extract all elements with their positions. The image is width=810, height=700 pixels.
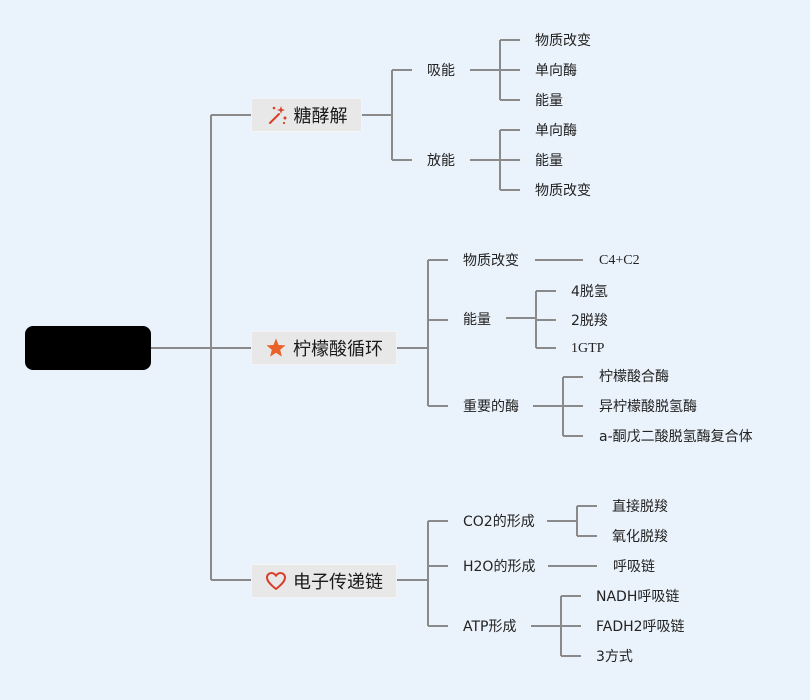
connector-b2-s2 bbox=[506, 290, 556, 349]
heart-icon bbox=[266, 572, 286, 590]
connector-b3-s1 bbox=[547, 505, 597, 537]
subtopic[interactable]: 重要的酶 bbox=[463, 399, 519, 415]
subtopic[interactable]: 吸能 bbox=[427, 63, 455, 79]
leaf[interactable]: 1GTP bbox=[571, 341, 605, 356]
subtopic[interactable]: 能量 bbox=[463, 312, 491, 328]
connector-b1-s1 bbox=[470, 39, 520, 101]
leaf[interactable]: 单向酶 bbox=[535, 63, 577, 79]
connector-b1-sub bbox=[362, 69, 412, 161]
leaf[interactable]: a-酮戊二酸脱氢酶复合体 bbox=[599, 429, 753, 445]
connector-b3-sub bbox=[397, 520, 448, 627]
leaf[interactable]: 氧化脱羧 bbox=[612, 529, 668, 545]
leaf[interactable]: 能量 bbox=[535, 153, 563, 169]
leaf[interactable]: 呼吸链 bbox=[613, 559, 655, 575]
leaf[interactable]: 物质改变 bbox=[535, 33, 591, 49]
subtopic[interactable]: ATP形成 bbox=[463, 619, 517, 635]
subtopic[interactable]: CO2的形成 bbox=[463, 514, 535, 530]
connector-b1-s2 bbox=[470, 129, 520, 191]
branch-label: 糖酵解 bbox=[293, 106, 348, 127]
leaf[interactable]: 直接脱羧 bbox=[612, 499, 668, 515]
leaf[interactable]: 物质改变 bbox=[535, 183, 591, 199]
leaf[interactable]: 2脱羧 bbox=[571, 313, 608, 329]
leaf[interactable]: NADH呼吸链 bbox=[596, 589, 680, 605]
subtopic[interactable]: H2O的形成 bbox=[463, 559, 536, 575]
connector-b2-sub bbox=[397, 259, 448, 407]
branch-electron-transport-chain[interactable]: 电子传递链 bbox=[251, 564, 397, 598]
leaf[interactable]: C4+C2 bbox=[599, 253, 640, 268]
branch-label: 柠檬酸循环 bbox=[293, 339, 383, 360]
branch-glycolysis[interactable]: 糖酵解 bbox=[251, 98, 362, 132]
leaf[interactable]: 3方式 bbox=[596, 649, 633, 665]
leaf[interactable]: 能量 bbox=[535, 93, 563, 109]
sparkle-wand-icon bbox=[268, 106, 286, 125]
connector-b3-s3 bbox=[531, 595, 581, 657]
subtopic[interactable]: 放能 bbox=[427, 153, 455, 169]
leaf[interactable]: 柠檬酸合酶 bbox=[599, 369, 669, 385]
star-icon bbox=[266, 338, 286, 357]
branch-citric-acid-cycle[interactable]: 柠檬酸循环 bbox=[251, 331, 397, 365]
branch-label: 电子传递链 bbox=[293, 572, 383, 593]
root-node[interactable] bbox=[25, 326, 151, 370]
subtopic[interactable]: 物质改变 bbox=[463, 253, 519, 269]
connector-b2-s3 bbox=[533, 376, 583, 437]
leaf[interactable]: 单向酶 bbox=[535, 123, 577, 139]
leaf[interactable]: FADH2呼吸链 bbox=[596, 619, 685, 635]
leaf[interactable]: 异柠檬酸脱氢酶 bbox=[599, 399, 697, 415]
leaf[interactable]: 4脱氢 bbox=[571, 284, 608, 300]
